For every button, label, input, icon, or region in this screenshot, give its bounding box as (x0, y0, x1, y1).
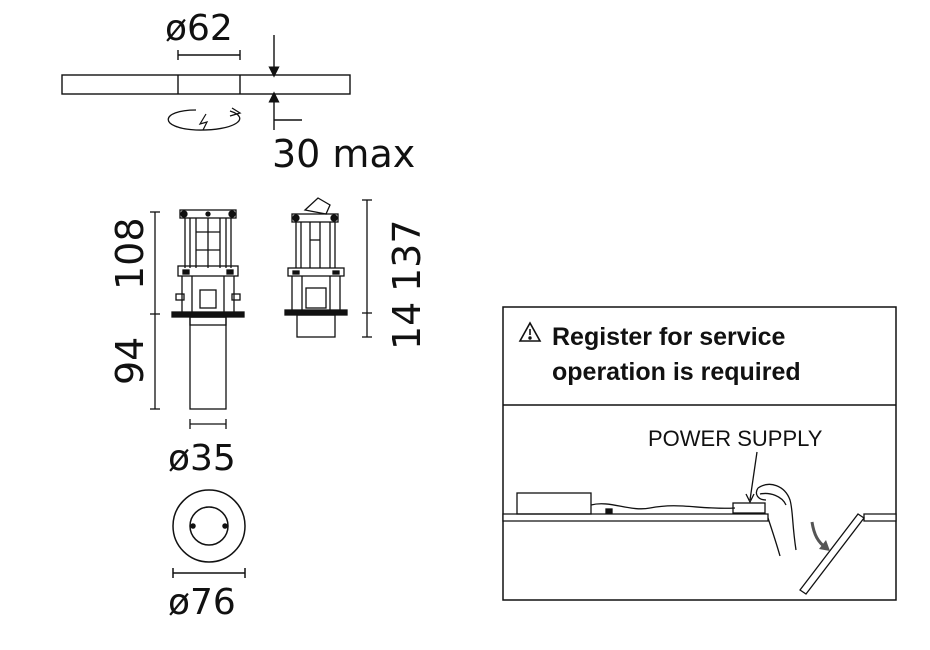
tube-diameter-label: ø35 (168, 438, 236, 479)
side-height-lower-label: 14 (385, 302, 429, 350)
rotate-arrow-icon (167, 107, 242, 131)
service-title-line1: Register for service (552, 323, 786, 351)
rotate-down-arrow-icon (810, 521, 830, 551)
ceiling-cutout-view (61, 35, 351, 130)
ceiling-thickness-label: 30 max (272, 132, 415, 176)
service-title-line2: operation is required (552, 358, 801, 386)
fixture-front-view (150, 209, 245, 429)
side-height-total-label: 137 (385, 219, 429, 292)
service-notice-box: Register for service operation is requir… (502, 306, 897, 601)
warning-triangle-icon (518, 321, 542, 342)
service-illustration (502, 451, 897, 595)
trim-diameter-label: ø76 (168, 582, 236, 623)
trim-front-view (172, 489, 246, 578)
power-supply-label: POWER SUPPLY (648, 426, 823, 451)
body-height-upper-label: 108 (108, 217, 152, 290)
cutout-diameter-label: ø62 (165, 8, 233, 49)
body-height-lower-label: 94 (108, 337, 152, 385)
fixture-side-view (284, 197, 372, 338)
